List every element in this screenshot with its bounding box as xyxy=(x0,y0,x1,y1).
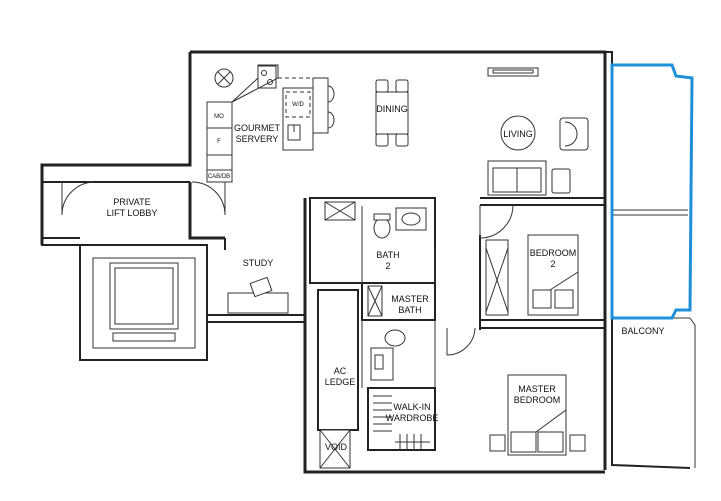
room-label-living: LIVING xyxy=(503,129,533,139)
appliance-f: F xyxy=(217,139,221,145)
appliance-wd: W/D xyxy=(292,102,304,108)
gourmet-servery-fixtures xyxy=(206,64,329,183)
walk-in-wardrobe xyxy=(367,387,436,451)
master-bedroom-furniture xyxy=(489,374,586,456)
bath2-fixtures xyxy=(309,197,436,284)
lobby-doors xyxy=(61,181,226,216)
ac-ledge xyxy=(317,289,359,469)
internal-walls xyxy=(446,197,605,356)
room-label-study: STUDY xyxy=(243,258,274,268)
master-bath-fixtures xyxy=(361,282,436,390)
lift-core xyxy=(79,244,208,361)
balcony xyxy=(605,51,696,469)
room-label-void: VOID xyxy=(325,442,348,452)
study-desk xyxy=(227,276,289,314)
room-label-balcony: BALCONY xyxy=(621,326,664,336)
dining-table xyxy=(327,79,409,147)
balcony-highlight-outline xyxy=(610,63,694,320)
room-label-dining: DINING xyxy=(376,104,408,114)
living-furniture xyxy=(487,67,589,196)
appliance-cab-db: CAB/DB xyxy=(208,174,230,180)
appliance-mo: MO xyxy=(214,114,224,120)
bedroom2-furniture xyxy=(485,234,579,316)
